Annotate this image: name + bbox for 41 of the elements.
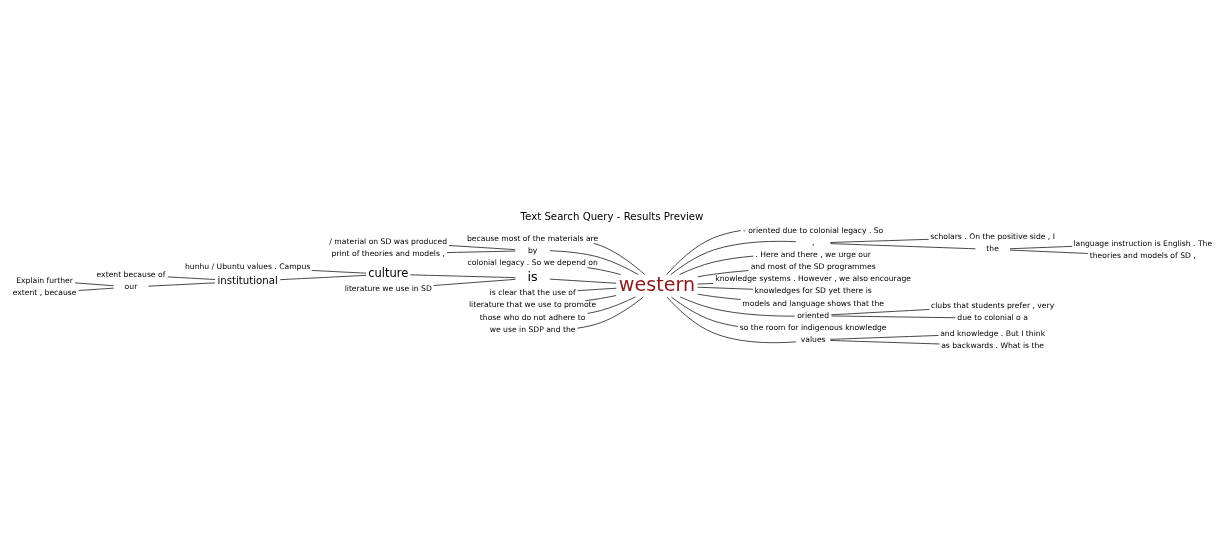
connector: [584, 294, 617, 301]
connector: [409, 273, 516, 278]
connector: [679, 255, 754, 275]
connector: [448, 244, 516, 250]
connector: [577, 287, 617, 291]
diagram-title: Text Search Query - Results Preview: [520, 210, 704, 222]
connector: [666, 296, 797, 343]
connector: [1009, 245, 1073, 249]
connector: [697, 293, 742, 300]
connector: [666, 229, 742, 275]
connector: [830, 308, 930, 315]
connector: [697, 269, 749, 277]
connector: [587, 296, 636, 314]
node-text: culture: [368, 265, 409, 280]
connector: [670, 296, 739, 327]
connector: [549, 249, 639, 275]
connector: [549, 278, 617, 284]
node-text: western: [618, 272, 696, 296]
connector: [78, 287, 115, 291]
connector: [670, 240, 797, 275]
connector: [829, 238, 930, 243]
connector: [576, 296, 644, 329]
connector: [1009, 249, 1089, 254]
connector: [74, 281, 114, 286]
connector: [586, 266, 621, 275]
connector: [697, 286, 754, 290]
connector: [446, 250, 516, 253]
connector: [147, 281, 216, 287]
node-text: is: [527, 268, 538, 284]
connector: [167, 276, 216, 280]
connector: [829, 334, 939, 340]
connector: [697, 282, 714, 284]
connector: [433, 278, 516, 286]
connector: [830, 315, 956, 318]
connector: [829, 339, 940, 344]
connector: [593, 242, 645, 275]
connector: [311, 269, 367, 274]
node-text: institutional: [217, 274, 278, 286]
connector: [279, 274, 367, 280]
connector: [829, 242, 976, 249]
connector: [679, 296, 796, 317]
